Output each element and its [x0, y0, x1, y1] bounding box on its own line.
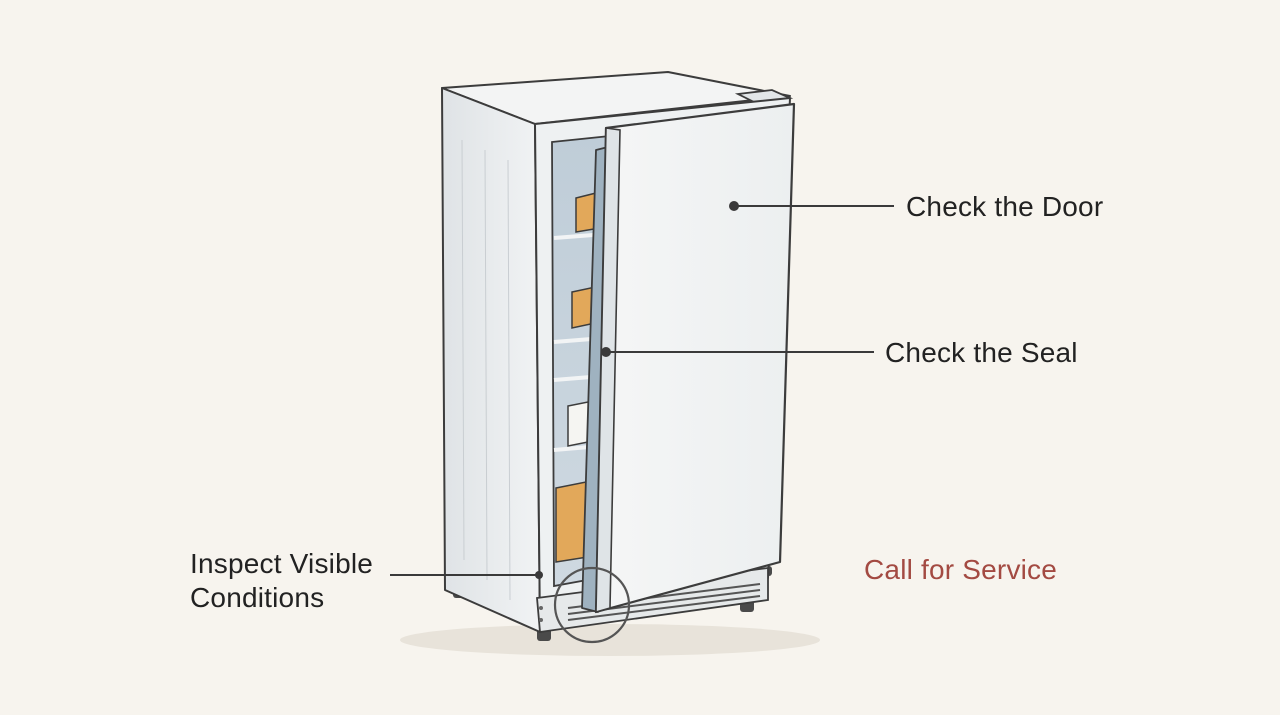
side-texture [461, 139, 511, 601]
inspection-circle [553, 566, 631, 644]
check-door-label: Check the Door [906, 191, 1104, 222]
cabinet-side [441, 87, 541, 633]
freezer-door [594, 102, 796, 614]
check-seal-label: Check the Seal [885, 337, 1078, 368]
kick-screws [539, 606, 543, 622]
inspect-conditions-label: Inspect Visible Conditions [190, 547, 373, 615]
floor-shadow [400, 624, 820, 656]
door-edge [595, 127, 621, 614]
inspect-label-line-1: Inspect Visible [190, 548, 374, 579]
call-service-label: Call for Service [864, 554, 1058, 585]
inspect-callout-dot [535, 571, 543, 579]
inspect-label-line-2: Conditions [190, 582, 325, 613]
